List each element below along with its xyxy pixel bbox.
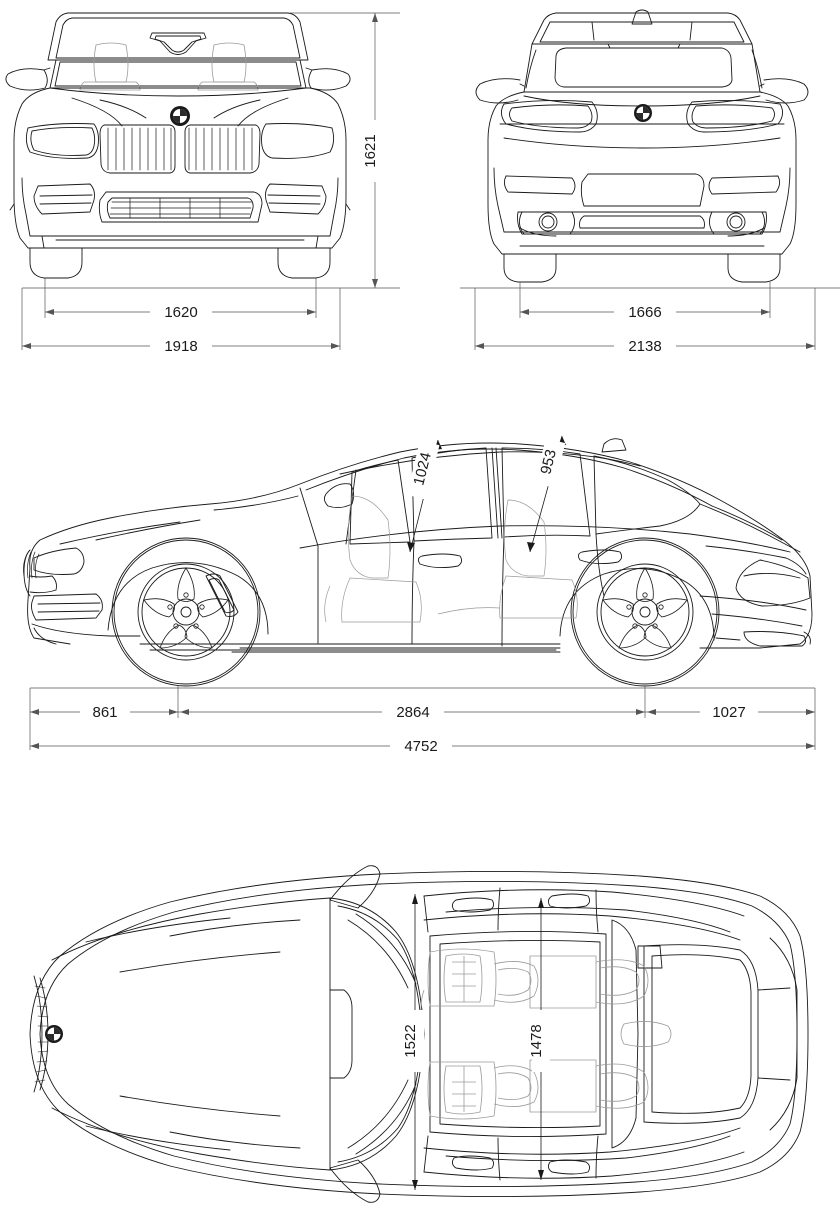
- dim-label-bg: [614, 303, 676, 321]
- dim-label-bg: [382, 703, 444, 721]
- front-view: 1620 1918 1621: [0, 0, 420, 365]
- bmw-roundel-badge: [45, 1025, 63, 1043]
- side-view: 1024 953 861 2864 1027 4752: [0, 400, 840, 760]
- dimension-label-overall-width: 1918: [164, 338, 197, 355]
- dim-label-bg: [406, 440, 440, 500]
- dim-label-bg: [532, 1010, 550, 1072]
- dimension-label-rear-overhang: 1027: [712, 704, 745, 721]
- dim-label-bg: [700, 703, 758, 721]
- dimension-label-front-shoulder-room: 1522: [402, 1024, 419, 1057]
- dimension-label-front-track: 1620: [164, 304, 197, 321]
- rear-view: 1666 2138: [460, 0, 840, 365]
- front-view-dimension-arrows: [22, 309, 340, 349]
- dim-label-bg: [80, 703, 130, 721]
- side-view-interior: [324, 495, 578, 623]
- bmw-roundel-badge: [170, 106, 190, 126]
- top-view: 1522 1478: [0, 840, 840, 1228]
- dim-label-bg: [366, 120, 384, 182]
- rear-view-bodywork: [475, 9, 809, 283]
- dimension-label-overall-height: 1621: [362, 134, 379, 167]
- dimension-label-rear-headroom: 953: [537, 448, 560, 476]
- dimension-label-wheelbase: 2864: [396, 704, 429, 721]
- top-view-seats: [420, 948, 672, 1120]
- side-view-front-wheel: [111, 537, 261, 687]
- dimension-label-width-with-mirrors: 2138: [628, 338, 661, 355]
- dimension-label-rear-track: 1666: [628, 304, 661, 321]
- side-view-rear-wheel: [570, 537, 720, 687]
- top-view-bodywork: [29, 865, 809, 1203]
- dimension-label-front-overhang: 861: [92, 704, 117, 721]
- dim-label-bg: [534, 438, 566, 488]
- dim-label-bg: [150, 337, 212, 355]
- top-view-dimension-arrows: [412, 894, 544, 1190]
- dim-label-bg: [390, 737, 452, 755]
- top-view-dimension-lines: [414, 894, 542, 1190]
- front-view-bodywork: [5, 12, 351, 91]
- front-view-front-end: [9, 87, 351, 279]
- front-view-seats: [79, 42, 259, 91]
- dim-label-bg: [406, 1010, 424, 1072]
- side-view-dimension-arrows: [30, 709, 815, 749]
- dimension-label-rear-shoulder-room: 1478: [528, 1024, 545, 1057]
- height-dimension-arrows: [372, 13, 378, 288]
- bmw-roundel-badge: [634, 104, 652, 122]
- dimension-label-overall-length: 4752: [404, 738, 437, 755]
- dim-label-bg: [614, 337, 676, 355]
- rear-view-dimension-arrows: [475, 309, 815, 349]
- side-view-bodywork: [23, 438, 813, 653]
- dim-label-bg: [150, 303, 212, 321]
